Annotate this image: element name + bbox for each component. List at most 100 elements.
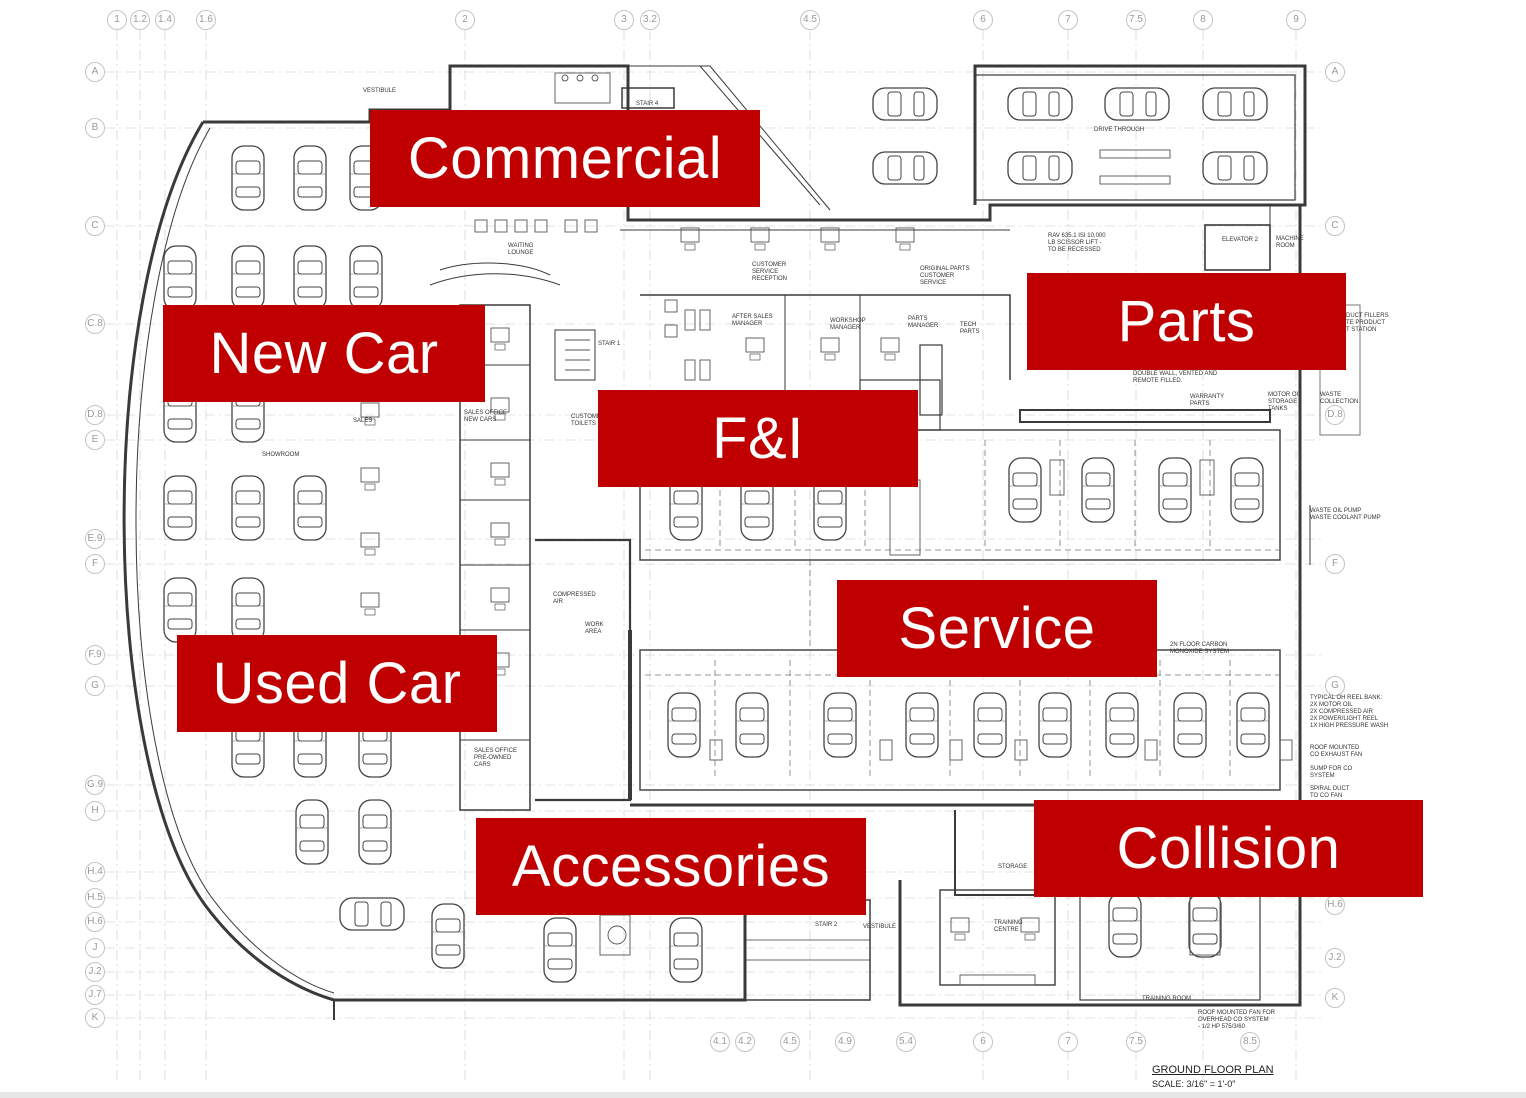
grid-bubble: G <box>1325 676 1345 696</box>
grid-bubble: 3.2 <box>640 10 660 30</box>
room-note: WASTE COLLECTION <box>1320 392 1359 405</box>
room-note: ELEVATOR 2 <box>1222 237 1259 243</box>
room-note: SPIRAL DUCT TO CO FAN <box>1310 786 1350 799</box>
grid-bubble: A <box>1325 62 1345 82</box>
room-note: DRIVE THROUGH <box>1094 127 1145 133</box>
grid-bubble: 9 <box>1286 10 1306 30</box>
grid-bubble: H.6 <box>1325 895 1345 915</box>
grid-bubble: C <box>85 216 105 236</box>
grid-bubble: 8 <box>1193 10 1213 30</box>
grid-bubble: 1 <box>107 10 127 30</box>
room-note: STORAGE <box>998 864 1028 870</box>
bay-lines <box>645 440 1280 780</box>
drawing-scale: SCALE: 3/16" = 1'-0" <box>1152 1079 1236 1089</box>
grid-bubble: E <box>85 430 105 450</box>
grid-bubble: 1.2 <box>130 10 150 30</box>
misc-fixtures <box>474 72 1293 986</box>
room-note: MOTOR OIL STORAGE TANKS <box>1268 392 1302 412</box>
room-note: 2N FLOOR CARBON MONOXIDE SYSTEM <box>1170 642 1230 655</box>
room-note: STAIR 4 <box>636 101 659 107</box>
room-note: SALES OFFICE NEW CARS <box>464 410 508 423</box>
region-label-service: Service <box>837 580 1157 677</box>
room-note: VESTIBULE <box>863 924 897 930</box>
grid-bubble: G.9 <box>85 775 105 795</box>
grid-bubble: 1.6 <box>196 10 216 30</box>
grid-bubble: 5.4 <box>896 1032 916 1052</box>
region-label-fni: F&I <box>598 390 918 487</box>
grid-bubble: J.7 <box>85 985 105 1005</box>
region-label-parts: Parts <box>1027 273 1346 370</box>
room-note: STAIR 2 <box>815 922 838 928</box>
room-note: WASTE OIL PUMP WASTE COOLANT PUMP <box>1310 508 1381 521</box>
room-note: TECH PARTS <box>960 322 980 335</box>
grid-bubble: J.2 <box>1325 948 1345 968</box>
room-note: WAITING LOUNGE <box>508 243 534 256</box>
grid-bubble: 7.5 <box>1126 1032 1146 1052</box>
drawing-title: GROUND FLOOR PLAN <box>1152 1064 1274 1076</box>
region-label-commercial: Commercial <box>370 110 760 207</box>
room-note: AFTER SALES MANAGER <box>732 314 773 327</box>
building-walls <box>122 64 1361 1020</box>
grid-bubble: B <box>85 118 105 138</box>
room-note: VESTIBULE <box>363 88 397 94</box>
grid-bubble: H <box>85 801 105 821</box>
grid-bubble: F <box>85 554 105 574</box>
grid-bubble: J <box>85 938 105 958</box>
grid-bubble: H.4 <box>85 862 105 882</box>
room-note: TRAINING CENTRE <box>994 920 1023 933</box>
room-note: SHOWROOM <box>262 452 300 458</box>
grid-bubble: 7 <box>1058 10 1078 30</box>
room-note: SALES OFFICE PRE-OWNED CARS <box>474 748 518 768</box>
grid-bubble: 3 <box>614 10 634 30</box>
grid-bubble: K <box>85 1008 105 1028</box>
grid-bubble: D.8 <box>1325 405 1345 425</box>
grid-bubble: 7 <box>1058 1032 1078 1052</box>
region-label-collision: Collision <box>1034 800 1423 897</box>
room-note: CUSTOMER TOILETS <box>571 414 606 427</box>
grid-bubble: G <box>85 676 105 696</box>
grid-bubble: E.9 <box>85 529 105 549</box>
grid-bubble: J.2 <box>85 962 105 982</box>
grid-bubble: F <box>1325 554 1345 574</box>
room-note: SUMP FOR CO SYSTEM <box>1310 766 1353 779</box>
region-label-new-car: New Car <box>163 305 485 402</box>
grid-bubble: H.5 <box>85 888 105 908</box>
room-note: WORK AREA <box>585 622 604 635</box>
grid-bubble: 4.5 <box>780 1032 800 1052</box>
room-note: TRAINING ROOM <box>1142 996 1191 1002</box>
grid-bubble: 6 <box>973 1032 993 1052</box>
grid-bubble: 2 <box>455 10 475 30</box>
room-note: TYPICAL OH REEL BANK: 2x MOTOR OIL 2x CO… <box>1310 695 1389 729</box>
grid-bubble: 4.9 <box>835 1032 855 1052</box>
room-note: WORKSHOP MANAGER <box>830 318 866 331</box>
region-label-used-car: Used Car <box>177 635 497 732</box>
grid-bubble: D.8 <box>85 405 105 425</box>
room-note: ROOF MOUNTED CO EXHAUST FAN <box>1310 745 1363 758</box>
grid-bubble: C.8 <box>85 314 105 334</box>
grid-bubble: 8.5 <box>1240 1032 1260 1052</box>
grid-bubble: 7.5 <box>1126 10 1146 30</box>
drawing-title-block: GROUND FLOOR PLAN SCALE: 3/16" = 1'-0" <box>1152 1063 1274 1091</box>
room-note: COMPRESSED AIR <box>553 592 596 605</box>
grid-bubble: 1.4 <box>155 10 175 30</box>
room-note: WARRANTY PARTS <box>1190 394 1225 407</box>
room-note: PARTS MANAGER <box>908 316 939 329</box>
grid-bubble: C <box>1325 216 1345 236</box>
grid-bubble: 4.1 <box>710 1032 730 1052</box>
room-note: MACHINE ROOM <box>1276 236 1304 249</box>
grid-bubble: K <box>1325 988 1345 1008</box>
room-note: DOUBLE WALL, VENTED AND REMOTE FILLED. <box>1133 371 1218 384</box>
grid-bubble: A <box>85 62 105 82</box>
room-note: ROOF MOUNTED FAN FOR OVERHEAD CO SYSTEM … <box>1198 1010 1275 1030</box>
room-note: SALES <box>353 418 373 424</box>
grid-bubble: 4.5 <box>800 10 820 30</box>
room-note: CUSTOMER SERVICE RECEPTION <box>752 262 788 282</box>
grid-bubble: 4.2 <box>735 1032 755 1052</box>
grid-bubble: F.9 <box>85 645 105 665</box>
room-note: ORIGINAL PARTS CUSTOMER SERVICE <box>920 266 970 286</box>
room-note: STAIR 1 <box>598 341 621 347</box>
region-label-accessories: Accessories <box>476 818 866 915</box>
bottom-edge-bar <box>0 1092 1526 1098</box>
room-note: RAV 635.1 ISI 10,000 LB SCISSOR LIFT - T… <box>1048 233 1106 253</box>
